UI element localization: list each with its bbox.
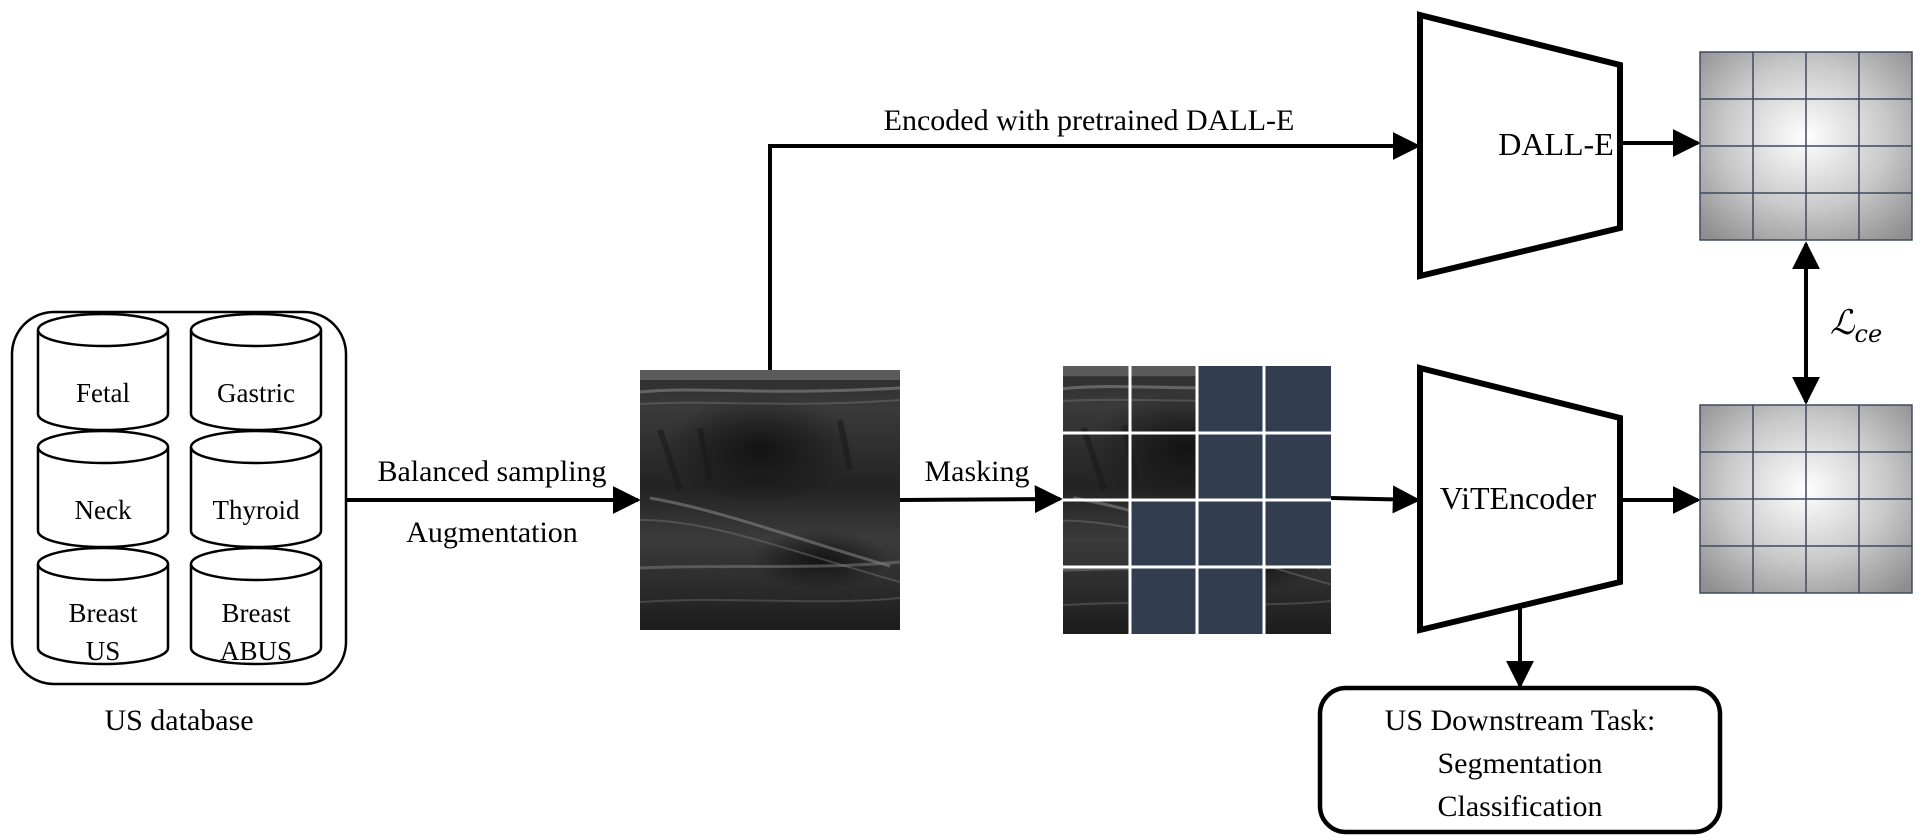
masked-patch <box>1264 500 1331 567</box>
us-database-label: US database <box>104 704 253 737</box>
database-item-label: Fetal <box>76 378 130 408</box>
database-cylinder: Gastric <box>189 312 323 432</box>
vit-encoder: ViTEncoder <box>1417 364 1623 634</box>
downstream-task: US Downstream Task: Segmentation Classif… <box>1317 685 1723 835</box>
database-item-label: Gastric <box>217 378 295 408</box>
masked-patch <box>1197 366 1264 433</box>
sampling-arrow: Balanced sampling Augmentation <box>346 455 641 549</box>
database-item-label: Neck <box>75 495 132 525</box>
ultrasound-image <box>640 370 900 630</box>
vit-token-grid <box>1699 404 1913 594</box>
dalle-token-grid <box>1699 51 1913 241</box>
masked-patch <box>1130 567 1197 634</box>
downstream-line-2: Segmentation <box>1438 747 1603 780</box>
database-cylinder: Thyroid <box>189 429 323 549</box>
dalle-label: DALL-E <box>1498 126 1614 162</box>
downstream-line-3: Classification <box>1438 790 1603 823</box>
masking-arrow: Masking <box>899 455 1063 514</box>
grid-to-vit-arrow <box>1330 485 1421 514</box>
encoded-label: Encoded with pretrained DALL-E <box>884 104 1295 137</box>
masking-label: Masking <box>925 455 1030 488</box>
database-cylinder: Neck <box>36 429 170 549</box>
downstream-line-1: US Downstream Task: <box>1385 704 1656 737</box>
masked-patch-grid <box>1063 366 1331 634</box>
loss-arrow: ℒce <box>1792 241 1882 405</box>
augmentation-label: Augmentation <box>406 516 578 549</box>
loss-label: ℒce <box>1830 303 1882 348</box>
masked-patch <box>1197 500 1264 567</box>
encoded-arrow: Encoded with pretrained DALL-E <box>768 104 1421 370</box>
masked-patch <box>1197 567 1264 634</box>
balanced-sampling-label: Balanced sampling <box>377 455 606 488</box>
database-item-label: Breast <box>222 598 291 628</box>
masked-patch <box>1264 433 1331 500</box>
database-item-label: Breast <box>69 598 138 628</box>
vit-label: ViTEncoder <box>1440 480 1597 516</box>
database-item-label: Thyroid <box>213 495 300 525</box>
dalle-encoder: DALL-E <box>1417 11 1623 280</box>
database-item-label: US <box>86 636 121 666</box>
database-cylinder: Fetal <box>36 312 170 432</box>
database-item-label: ABUS <box>220 636 292 666</box>
masked-patch <box>1197 433 1264 500</box>
masked-patch <box>1264 366 1331 433</box>
masked-patch <box>1130 500 1197 567</box>
